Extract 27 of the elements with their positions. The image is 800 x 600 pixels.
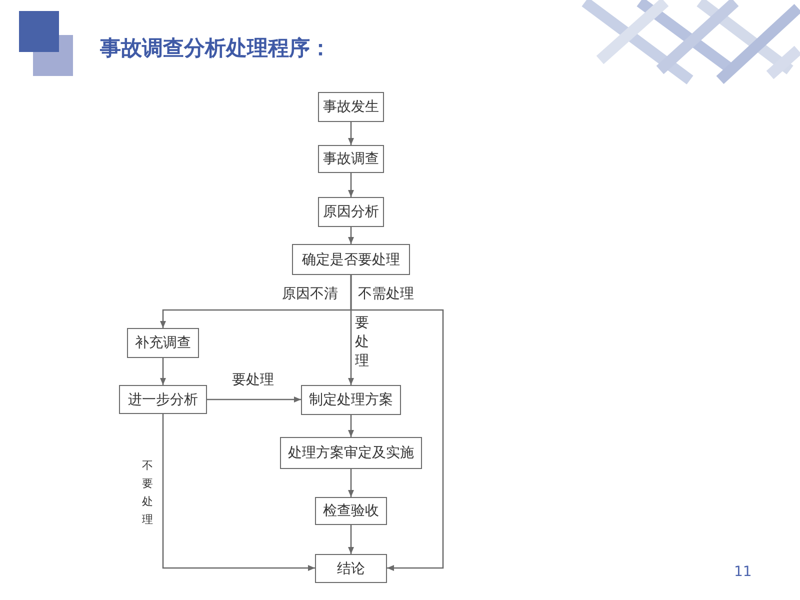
edge-label: 原因不清 [282,287,338,301]
arrow [348,415,354,437]
process-box: 确定是否要处理 [292,244,410,275]
arrow [162,414,315,571]
page-number: 11 [734,564,752,581]
process-box: 补充调查 [127,328,199,358]
arrow [348,469,354,497]
arrow [160,358,166,385]
arrow [348,227,354,244]
process-box: 进一步分析 [119,385,207,414]
edge-label: 不需处理 [358,287,414,301]
arrow [207,396,301,402]
process-box: 事故调查 [318,145,384,173]
arrow [348,173,354,197]
edge-label: 不要处理 [142,458,153,528]
slide-title: 事故调查分析处理程序： [100,36,331,62]
process-box: 检查验收 [315,497,387,525]
process-box: 处理方案审定及实施 [280,437,422,469]
process-box: 制定处理方案 [301,385,401,415]
process-box: 结论 [315,554,387,583]
edge-label: 要处理 [232,373,274,387]
edge-label: 要处理 [355,314,369,371]
arrow [348,525,354,554]
process-box: 事故发生 [318,92,384,122]
arrow [350,275,444,571]
process-box: 原因分析 [318,197,384,227]
arrow [348,122,354,145]
